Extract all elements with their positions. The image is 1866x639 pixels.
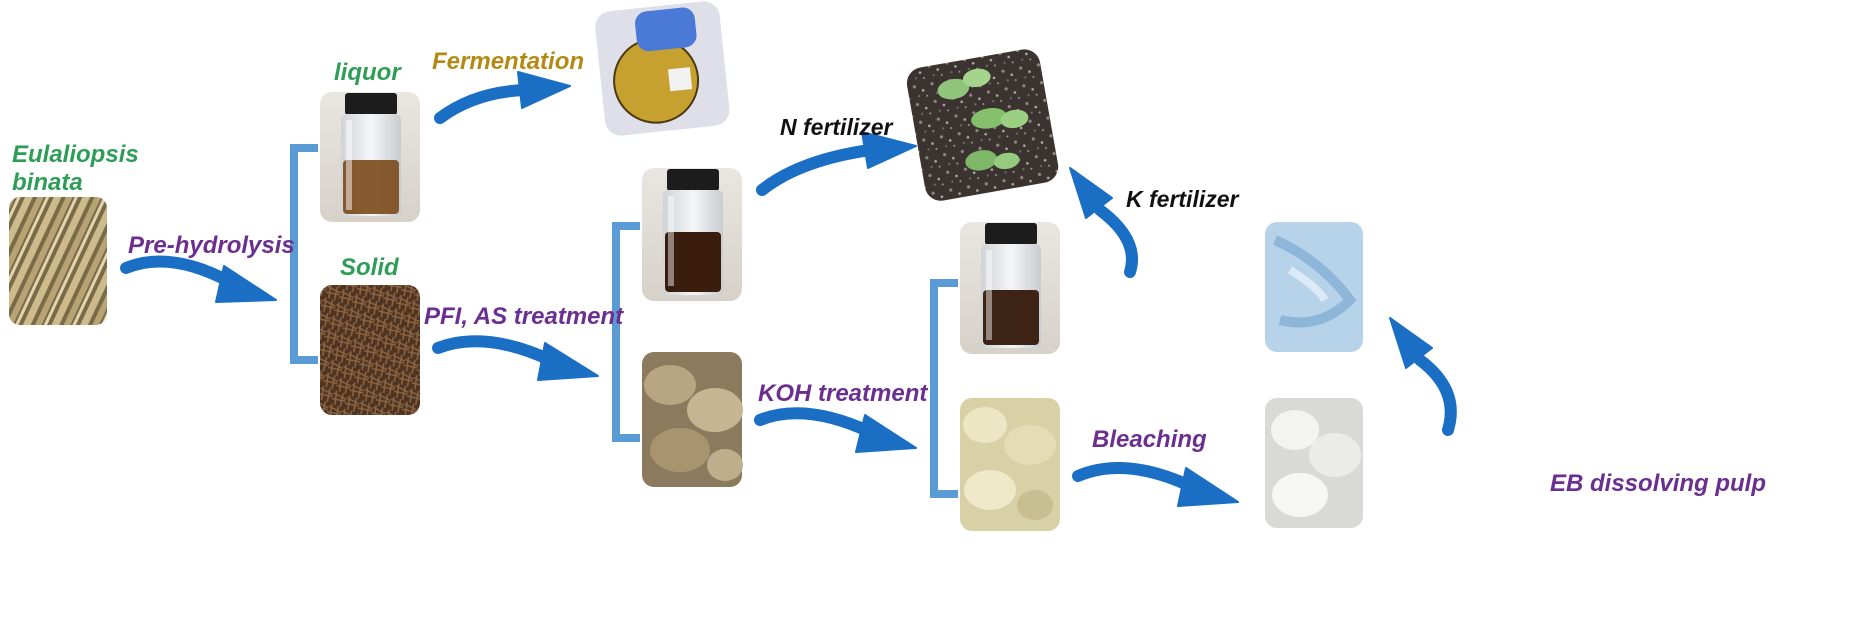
raw-material-label-line2: binata (12, 169, 83, 196)
koh-liquor-vial-photo (960, 222, 1060, 354)
eulaliopsis-straw-photo (7, 195, 109, 327)
curved-arrow-icon (1069, 167, 1138, 278)
fermentation-beaker-photo (595, 1, 730, 136)
bracket-icon (930, 279, 958, 498)
curved-arrow-icon (434, 71, 571, 124)
n-fertilizer-label: N fertilizer (780, 114, 893, 140)
fermentation-label: Fermentation (432, 48, 585, 75)
liquor-vial-photo (320, 92, 420, 222)
curved-arrow-icon (120, 255, 277, 303)
dissolving-pulp-photo (1265, 398, 1363, 528)
bracket-icon (612, 222, 640, 442)
seedling-plant-photo (906, 49, 1059, 201)
curved-arrow-icon (1389, 317, 1457, 436)
curved-arrow-icon (1072, 462, 1239, 507)
liquor-label: liquor (334, 59, 401, 86)
as-liquor-vial-photo (642, 168, 742, 301)
eb-dissolving-pulp-label: EB dissolving pulp (1550, 470, 1767, 497)
bracket-icon (290, 144, 318, 364)
bleaching-label: Bleaching (1092, 426, 1207, 453)
prehydrolysis-label: Pre-hydrolysis (128, 232, 295, 259)
k-fertilizer-label: K fertilizer (1126, 186, 1239, 212)
blue-cloth-photo (1265, 222, 1363, 352)
koh-fiber-photo (960, 398, 1060, 531)
raw-material-label-line1: Eulaliopsis (12, 141, 139, 168)
solid-label: Solid (340, 254, 399, 281)
curved-arrow-icon (432, 335, 599, 381)
curved-arrow-icon (756, 131, 917, 196)
koh-treatment-label: KOH treatment (758, 380, 928, 407)
curved-arrow-icon (754, 407, 917, 453)
solid-fiber-photo (320, 285, 420, 415)
pfi-as-treatment-label: PFI, AS treatment (424, 303, 624, 330)
treated-fiber-photo (642, 352, 743, 487)
